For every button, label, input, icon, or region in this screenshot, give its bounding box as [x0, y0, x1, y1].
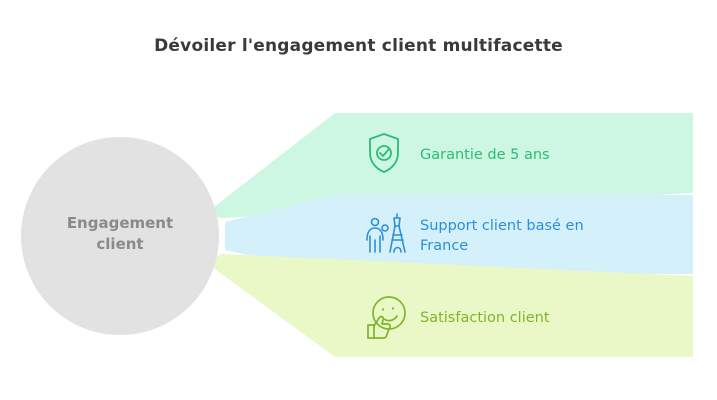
- branch-label-support-line-2: France: [420, 238, 469, 254]
- branch-band-support: [225, 195, 693, 274]
- diagram-title: Dévoiler l'engagement client multifacett…: [154, 36, 563, 56]
- branch-label-guarantee-line-1: Garantie de 5 ans: [420, 147, 550, 163]
- hub-label: Engagement client: [42, 213, 198, 255]
- hub-label-line-2: client: [96, 235, 144, 253]
- person-eiffel-tower-icon: [366, 213, 406, 253]
- branch-label-support-line-1: Support client basé en: [420, 218, 584, 234]
- branch-label-support: Support client basé en France: [420, 216, 680, 256]
- branch-band-satisfaction: [205, 254, 693, 357]
- branch-band-guarantee: [205, 113, 693, 218]
- branch-label-satisfaction: Satisfaction client: [420, 308, 680, 328]
- hub-label-line-1: Engagement: [66, 214, 174, 232]
- branch-label-satisfaction-line-1: Satisfaction client: [420, 310, 550, 326]
- shield-check-icon: [369, 133, 399, 173]
- smiley-thumbs-up-icon: [367, 296, 406, 339]
- branch-label-guarantee: Garantie de 5 ans: [420, 145, 680, 165]
- hub-circle: [21, 137, 219, 335]
